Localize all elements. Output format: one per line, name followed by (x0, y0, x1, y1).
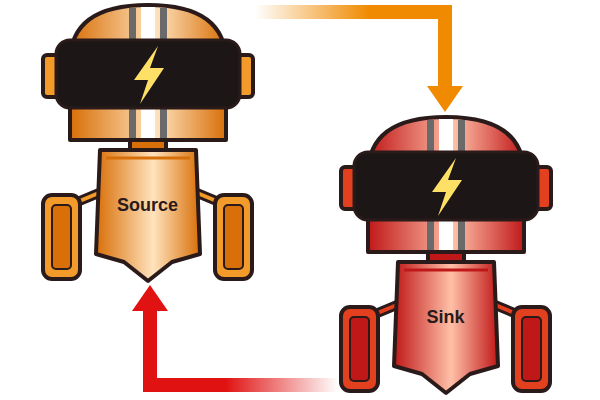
robot-hand (341, 307, 378, 391)
arrow-corner (438, 5, 452, 19)
robot-hand (513, 307, 550, 391)
lightning-bolt (134, 46, 164, 104)
robot-visor (354, 152, 538, 220)
arrow-shaft (143, 311, 157, 385)
robot-figure (338, 112, 553, 397)
lightning-bolt (432, 158, 462, 216)
arrow-shaft (438, 12, 452, 86)
robot-body (96, 150, 200, 281)
robot-hand (215, 195, 252, 279)
robot-hand-grip (224, 205, 243, 269)
arrow-shaft (255, 5, 445, 19)
robot-figure (40, 0, 255, 285)
robot-hand-grip (522, 317, 541, 381)
flow-arrow (255, 5, 452, 86)
robot-label: Sink (338, 306, 553, 328)
robot-body (394, 262, 498, 393)
robot-hand (43, 195, 80, 279)
robot-hand-grip (52, 205, 71, 269)
flow-arrow (143, 311, 338, 392)
arrow-shaft (150, 378, 338, 392)
robot-visor (56, 40, 240, 108)
robot-body-trim (106, 157, 190, 160)
arrow-corner (143, 378, 157, 392)
robot-node: Source (40, 0, 255, 285)
robot-body-trim (404, 269, 488, 272)
robot-node: Sink (338, 112, 553, 397)
robot-label: Source (40, 194, 255, 216)
robot-hand-grip (350, 317, 369, 381)
